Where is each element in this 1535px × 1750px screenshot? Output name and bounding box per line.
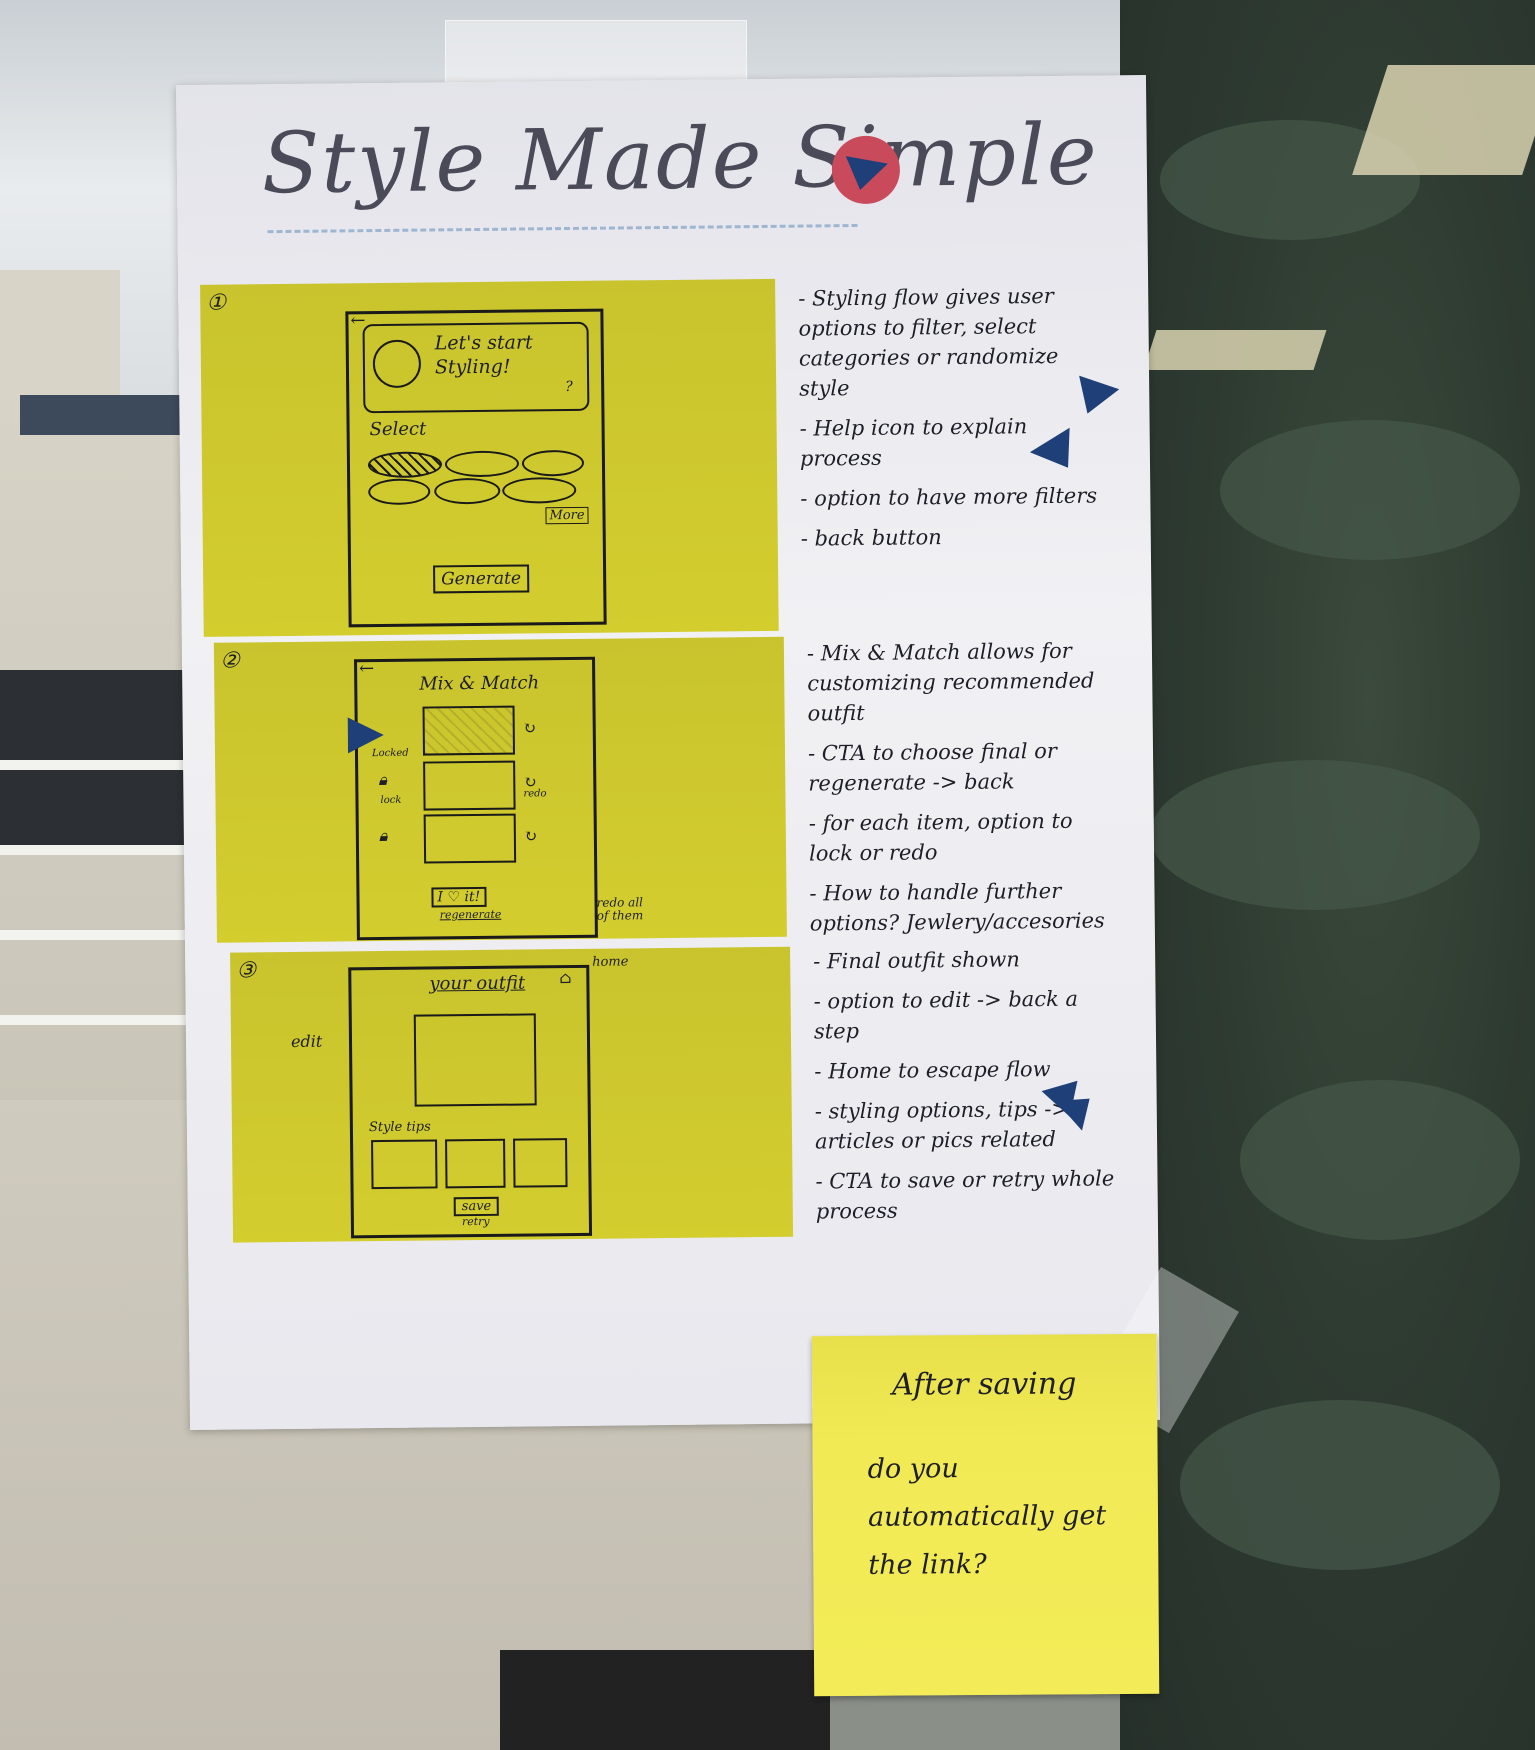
home-annotation: home: [592, 954, 629, 970]
category-pill: [444, 450, 520, 478]
redo-icon: ↻: [523, 826, 538, 846]
your-outfit-heading: your outfit: [429, 972, 526, 995]
home-icon: ⌂: [559, 968, 572, 988]
poster-title: Style Made Simple: [261, 105, 1099, 213]
railing: [0, 1015, 215, 1025]
railing: [0, 845, 215, 855]
category-pill: [502, 476, 577, 504]
note: - Final outfit shown: [813, 947, 1020, 974]
style-tip-card: [445, 1138, 506, 1189]
love-it-button: I ♡ it!: [431, 886, 487, 908]
phone-frame: ← Let's start Styling! ? Select More Gen…: [345, 308, 607, 628]
title-underline: [267, 217, 858, 234]
welcome-card: Let's start Styling! ?: [362, 321, 590, 414]
bottom-item-slot: [423, 760, 516, 811]
generate-button: Generate: [433, 564, 530, 594]
blue-triangle-icon: [1041, 1080, 1090, 1131]
railing: [0, 760, 215, 770]
sketch-panel-3: ③ your outfit ⌂ Style tips save retry ho…: [230, 946, 794, 1243]
panel-number: ①: [206, 290, 227, 316]
phone-frame: your outfit ⌂ Style tips save retry: [348, 964, 593, 1239]
lock-label: lock: [380, 794, 402, 807]
red-dot-sticker: [831, 135, 901, 205]
style-tips-label: Style tips: [368, 1119, 431, 1136]
retry-link: retry: [461, 1214, 490, 1229]
note: - for each item, option to lock or redo: [808, 808, 1073, 866]
category-pill: [521, 449, 585, 477]
dark-slab: [500, 1650, 830, 1750]
redo-all-note: redo all of them: [596, 895, 644, 923]
note: - CTA to save or retry whole process: [815, 1166, 1115, 1224]
sticky-note: After saving do you automatically get th…: [811, 1333, 1160, 1697]
blue-triangle-icon: [1079, 375, 1120, 414]
panel-1-notes: - Styling flow gives user options to fil…: [798, 280, 1101, 563]
back-arrow-icon: ←: [358, 658, 375, 680]
note: - Styling flow gives user options to fil…: [798, 283, 1059, 401]
sketch-panel-1: ① ← Let's start Styling! ? Select More G…: [200, 278, 779, 637]
lock-icon: 🔒︎: [378, 769, 387, 790]
note: - option to edit -> back a step: [813, 986, 1079, 1044]
shoes-item-slot: [423, 813, 517, 864]
storyboard-poster: Style Made Simple ① ← Let's start Stylin…: [175, 74, 1161, 1431]
note: - Mix & Match allows for customizing rec…: [806, 638, 1095, 726]
welcome-heading: Let's start Styling!: [434, 331, 533, 379]
redo-label: redo: [523, 788, 547, 800]
locked-label: Locked: [371, 747, 409, 760]
note: - back button: [800, 525, 942, 551]
sticky-note-body: do you automatically get the link?: [867, 1453, 1107, 1581]
edit-annotation: edit: [290, 1031, 323, 1051]
building-roof-structure: [0, 270, 120, 400]
lock-icon: 🔒︎: [378, 825, 388, 846]
style-tip-card: [513, 1138, 568, 1188]
light-reflection: [1143, 330, 1327, 370]
mix-match-heading: Mix & Match: [419, 672, 540, 695]
evergreen-tree: [1120, 0, 1535, 1750]
sticky-note-title: After saving: [891, 1366, 1077, 1403]
redo-icon: ↻: [522, 718, 537, 738]
blue-triangle-icon: [1029, 427, 1070, 468]
category-pill: [368, 478, 431, 506]
note: - option to have more filters: [800, 483, 1098, 511]
blue-triangle-icon: [347, 717, 384, 754]
panel-2-notes: - Mix & Match allows for customizing rec…: [807, 635, 1110, 948]
phone-frame: ← Mix & Match Locked ↻ 🔒︎ lock ↻ redo 🔒︎…: [347, 656, 598, 941]
category-pill: [434, 477, 501, 505]
railing: [0, 930, 215, 940]
note: - How to handle further options? Jewlery…: [809, 878, 1105, 936]
more-button: More: [545, 506, 589, 525]
note: - CTA to choose final or regenerate -> b…: [807, 738, 1058, 796]
style-tip-card: [371, 1139, 438, 1190]
outfit-preview: [413, 1013, 537, 1107]
select-label: Select: [369, 418, 427, 441]
top-item-slot: [422, 705, 516, 756]
blue-triangle-icon: [845, 156, 888, 190]
panel-number: ③: [236, 958, 257, 984]
regenerate-link: regenerate: [439, 907, 502, 922]
help-icon: ?: [565, 378, 573, 396]
sketch-panel-2: ② ← Mix & Match Locked ↻ 🔒︎ lock ↻ redo …: [213, 636, 787, 943]
avatar-icon: [372, 339, 422, 389]
category-pill-selected: [367, 451, 443, 479]
save-button: save: [453, 1196, 500, 1217]
panel-number: ②: [219, 648, 240, 674]
